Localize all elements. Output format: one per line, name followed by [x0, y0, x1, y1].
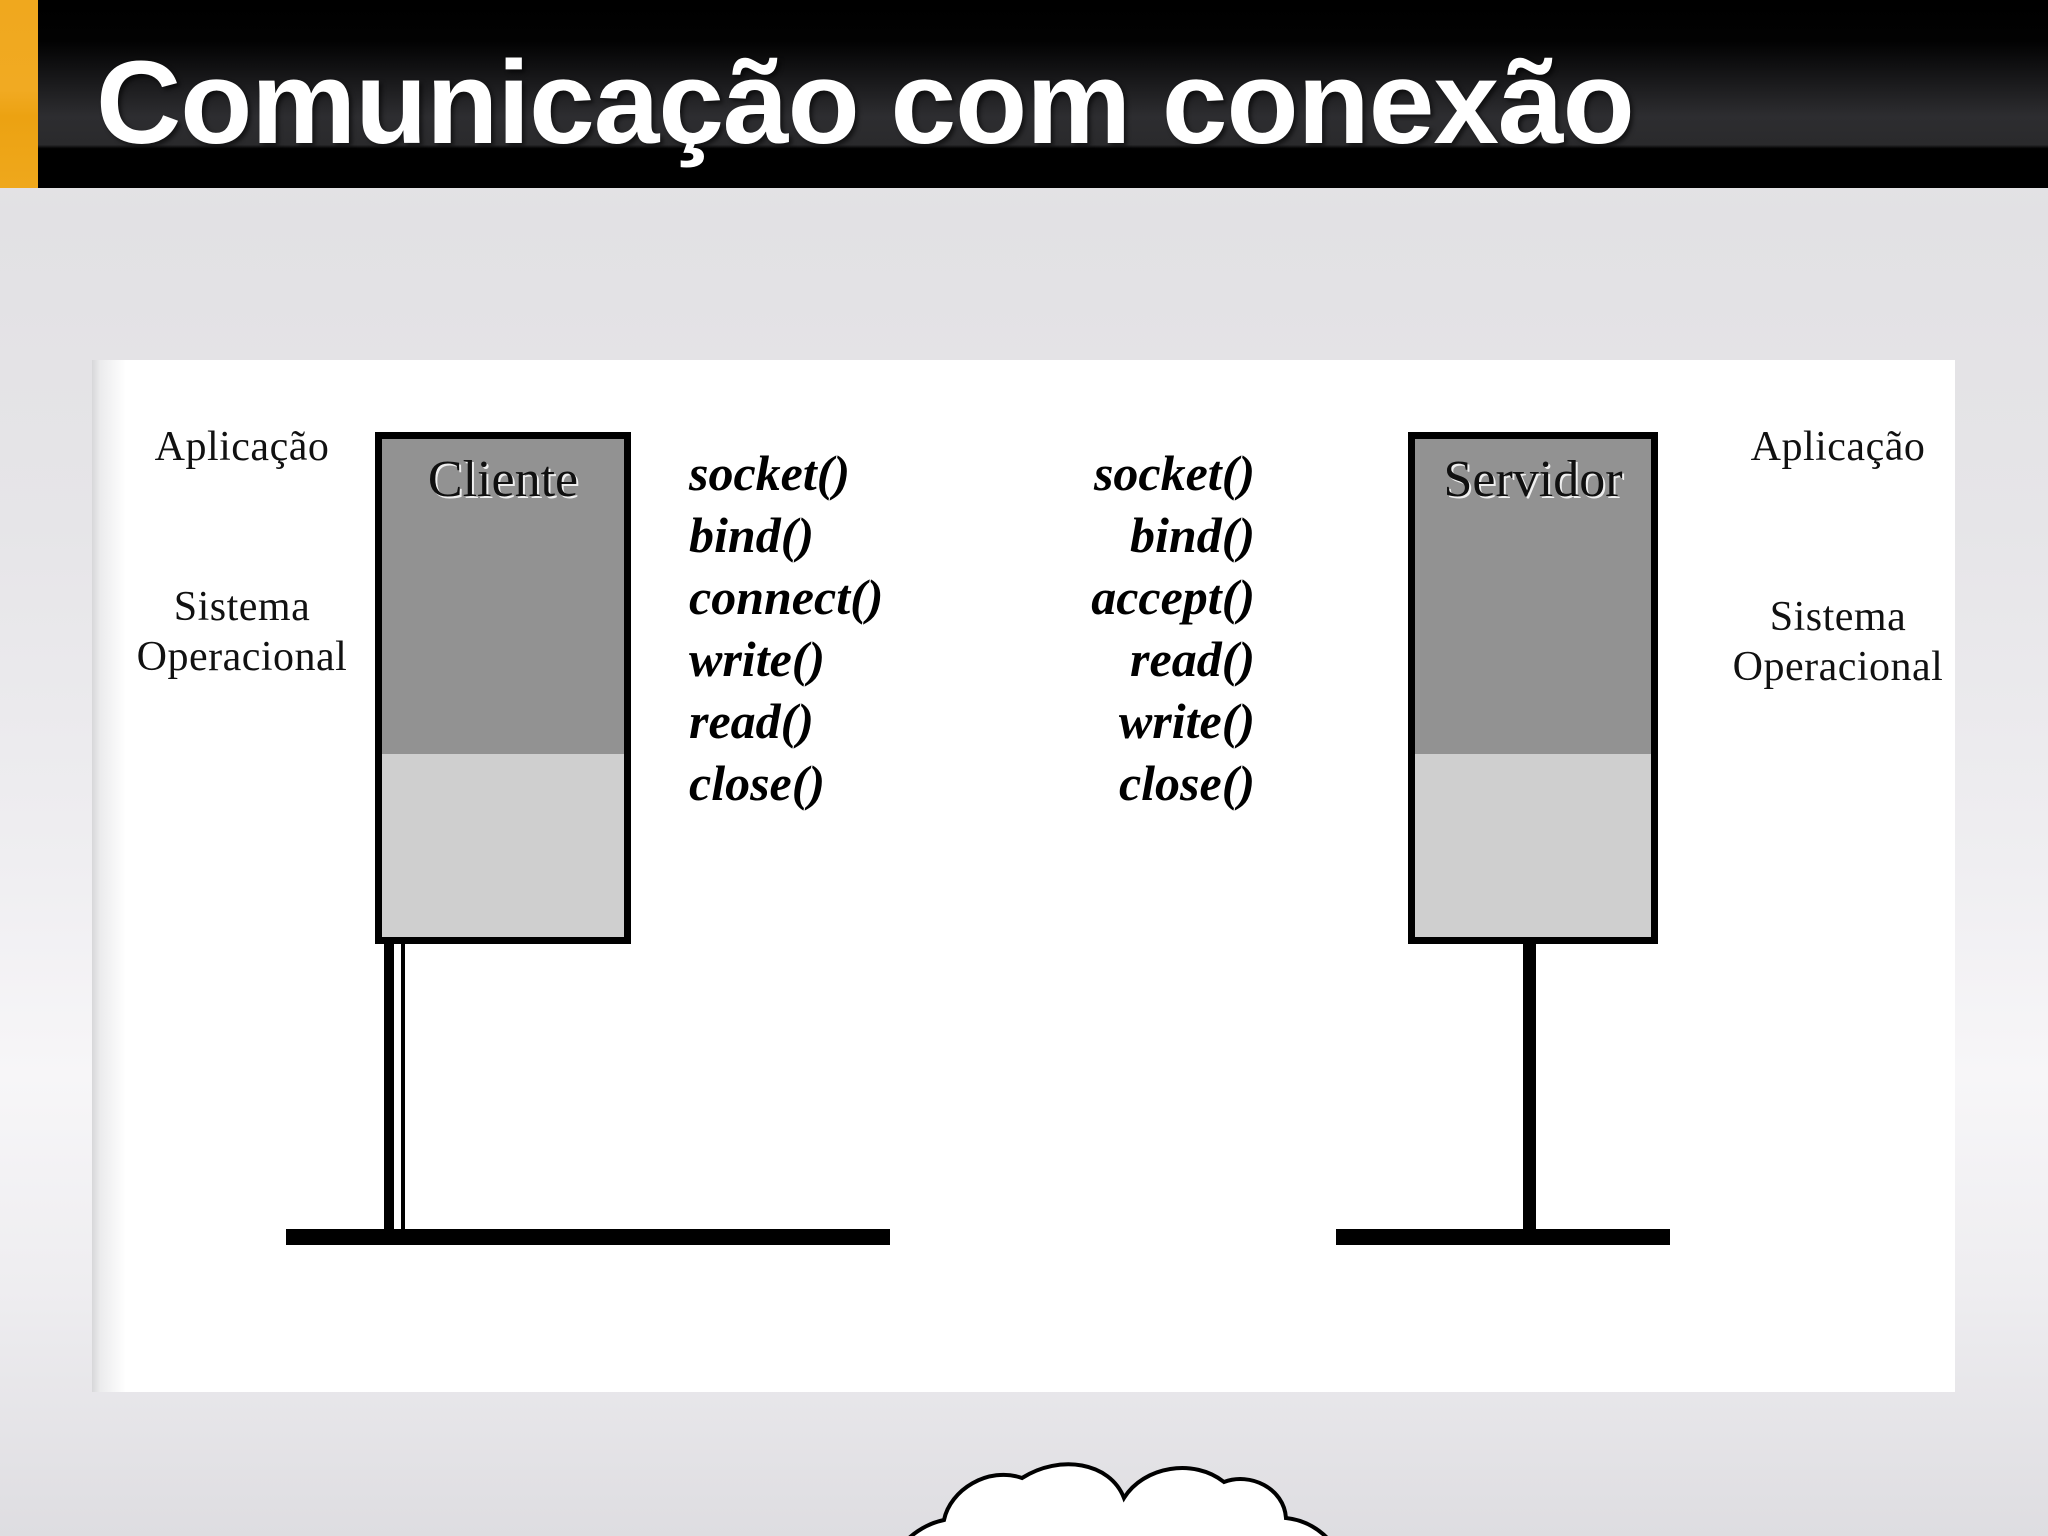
server-call-write: write() [1118, 693, 1255, 749]
client-call-bind: bind() [689, 507, 814, 563]
network-bus-left-segment [286, 1229, 890, 1245]
client-os-layer [382, 754, 624, 937]
server-os-layer [1415, 754, 1651, 937]
slide-title-bar: Comunicação com conexão [0, 0, 2048, 188]
client-caption: Cliente [427, 451, 579, 508]
server-call-list: socket() bind() accept() read() write() … [872, 442, 1255, 814]
client-application-label: Aplicação [154, 424, 330, 470]
cloud-label-line1: Inter-rede [872, 1526, 1352, 1536]
cloud-shape-icon [908, 1462, 1328, 1536]
client-drop-wire-outer [384, 938, 394, 1241]
title-accent-bar [0, 0, 38, 188]
server-call-bind: bind() [1130, 507, 1255, 563]
server-call-read: read() [1130, 631, 1255, 687]
server-call-accept: accept() [1091, 569, 1255, 625]
server-application-label: Aplicação [1750, 424, 1926, 470]
network-bus-right-segment [1336, 1229, 1670, 1245]
client-call-read: read() [689, 693, 814, 749]
page-title: Comunicação com conexão [96, 37, 1635, 169]
title-bar-gradient [0, 0, 2048, 188]
server-drop-wire [1523, 938, 1536, 1241]
client-drop-wire-inner [401, 938, 405, 1241]
server-os-label: Sistema Operacional [1732, 594, 1944, 690]
client-application-layer: Cliente [382, 439, 624, 761]
server-call-close: close() [1118, 755, 1255, 811]
client-call-socket: socket() [689, 445, 851, 501]
network-cloud: Inter-rede TCP/IP [872, 1460, 1352, 1536]
server-node-box: Servidor [1408, 432, 1658, 944]
server-caption: Servidor [1443, 451, 1623, 508]
cloud-label: Inter-rede TCP/IP [872, 1526, 1352, 1536]
client-os-label: Sistema Operacional [136, 584, 348, 680]
diagram-figure: Aplicação Sistema Operacional Cliente so… [92, 360, 1955, 1536]
server-call-socket: socket() [1093, 445, 1255, 501]
client-call-list: socket() bind() connect() write() read()… [689, 442, 883, 814]
client-call-close: close() [689, 755, 826, 811]
client-call-connect: connect() [689, 569, 884, 625]
figure-left-shadow [92, 360, 126, 1392]
server-application-layer: Servidor [1415, 439, 1651, 761]
client-call-write: write() [689, 631, 826, 687]
client-node-box: Cliente [375, 432, 631, 944]
